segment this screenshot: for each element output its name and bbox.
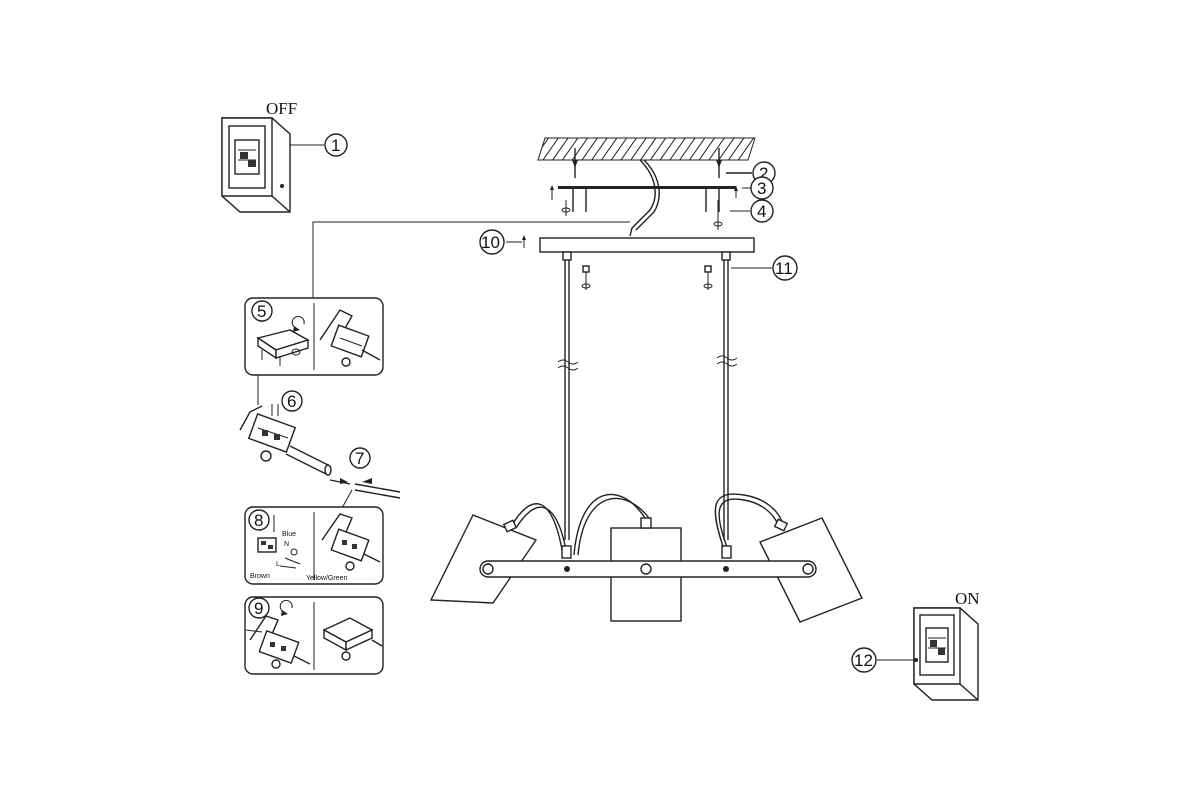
terminal-cover-illustration: [256, 315, 310, 366]
suspension-rods: [557, 251, 738, 540]
wire-n-label: N: [284, 541, 289, 548]
callout-4-circle: [750, 199, 774, 223]
callout-7-circle: [349, 447, 371, 469]
connector-illustration-9: [245, 599, 311, 669]
callout-8: 8: [254, 511, 263, 530]
callout-3-circle: [750, 176, 774, 200]
callout-8-circle: [248, 509, 270, 531]
switch-on-illustration: [913, 607, 979, 701]
callout-12: 12: [854, 651, 873, 670]
callout-10-circle: [479, 229, 505, 255]
wire-strip-illustration: [329, 478, 401, 499]
callout-11: 11: [775, 259, 793, 278]
callout-9: 9: [254, 599, 263, 618]
leader-line: [312, 221, 630, 298]
on-label: ON: [955, 589, 980, 608]
wiring-detail-illustration: [257, 515, 301, 569]
connector-illustration-5: [319, 309, 381, 367]
wire-brown-label: Brown: [250, 573, 270, 580]
wire-yellow-green-label: Yellow/Green: [306, 575, 347, 582]
canopy: [539, 237, 755, 253]
callout-1: 1: [331, 136, 340, 155]
callout-4: 4: [757, 202, 766, 221]
switch-off-illustration: [221, 117, 291, 213]
callout-5-circle: [251, 300, 273, 322]
wire-blue-label: Blue: [282, 531, 296, 538]
callout-10: 10: [481, 233, 500, 252]
connector-illustration-8: [321, 513, 381, 571]
callout-11-circle: [772, 255, 798, 281]
callout-12-circle: [851, 647, 877, 673]
callout-1-circle: [324, 133, 348, 157]
callout-7: 7: [355, 449, 364, 468]
callout-6-circle: [281, 390, 303, 412]
off-label: OFF: [266, 99, 297, 118]
callout-6: 6: [287, 392, 296, 411]
callout-3: 3: [757, 179, 766, 198]
screws-top: [572, 148, 722, 178]
light-fixture: [429, 493, 863, 623]
callout-9-circle: [248, 597, 270, 619]
callout-5: 5: [257, 302, 266, 321]
mounting-bracket: [550, 159, 738, 237]
connector-illustration-6: [239, 404, 332, 476]
terminal-cover-closed-illustration: [322, 617, 383, 661]
callout-2: 2: [759, 164, 768, 183]
wire-l-label: L: [276, 561, 280, 568]
ceiling: [537, 137, 756, 161]
